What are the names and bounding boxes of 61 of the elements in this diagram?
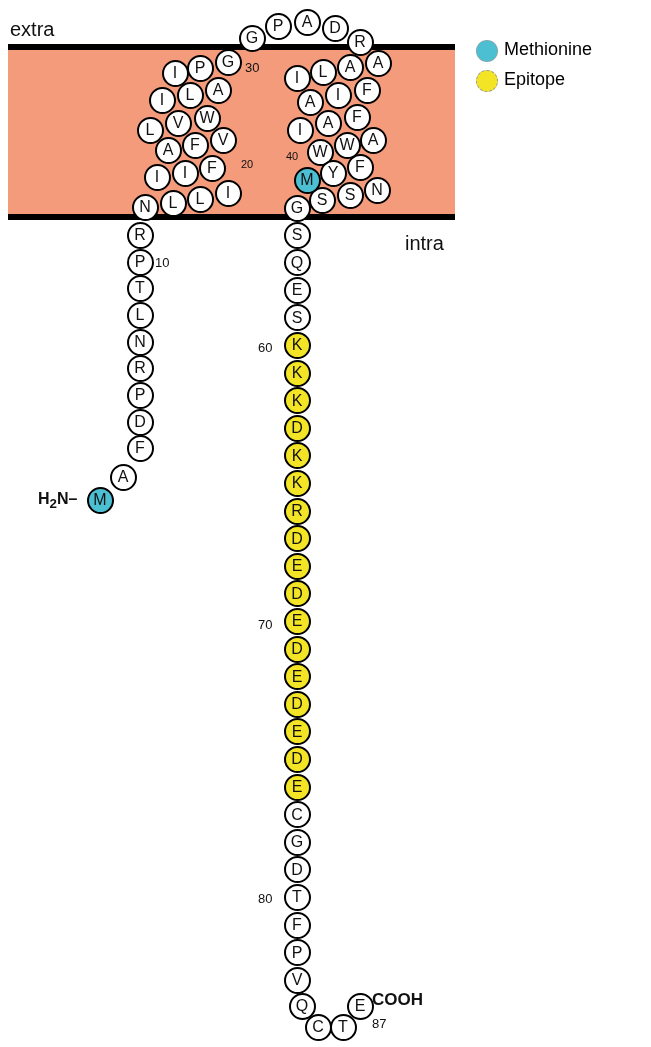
residue-circle: R bbox=[346, 28, 374, 56]
residue-circle: F bbox=[126, 434, 154, 462]
residue-circle: D bbox=[283, 580, 311, 608]
residue-circle: D bbox=[321, 14, 349, 42]
residue-circle: L bbox=[126, 301, 154, 329]
residue-circle: R bbox=[283, 497, 311, 525]
terminus-label: COOH bbox=[372, 990, 423, 1010]
residue-circle: P bbox=[283, 939, 311, 967]
residue-circle: E bbox=[283, 552, 311, 580]
residue-circle: P bbox=[126, 248, 154, 276]
residue-circle: D bbox=[283, 745, 311, 773]
position-number: 80 bbox=[258, 891, 273, 906]
residue-circle: P bbox=[264, 12, 292, 40]
residue-circle: T bbox=[126, 274, 154, 302]
residue-circle: D bbox=[283, 635, 311, 663]
residue-circle: Q bbox=[283, 249, 311, 277]
residue-circle: K bbox=[283, 442, 311, 470]
residue-circle: K bbox=[283, 469, 311, 497]
residue-circle: A bbox=[109, 463, 137, 491]
residue-circle: D bbox=[283, 414, 311, 442]
position-number: 40 bbox=[286, 150, 299, 162]
residue-circle: S bbox=[283, 221, 311, 249]
residue-circle: V bbox=[283, 966, 311, 994]
residue-circle: D bbox=[283, 690, 311, 718]
residue-circle: F bbox=[283, 911, 311, 939]
residue-circle: K bbox=[283, 387, 311, 415]
membrane-side-label: extra bbox=[10, 18, 55, 41]
membrane-side-label: intra bbox=[405, 232, 444, 255]
legend-label: Epitope bbox=[504, 69, 566, 90]
residue-circle: R bbox=[126, 221, 154, 249]
residue-circle: R bbox=[126, 354, 154, 382]
position-number: 20 bbox=[241, 158, 254, 170]
residue-circle: P bbox=[126, 381, 154, 409]
residue-circle: D bbox=[283, 856, 311, 884]
residue-circle: T bbox=[283, 883, 311, 911]
residue-circle: K bbox=[283, 331, 311, 359]
position-number: 87 bbox=[372, 1016, 387, 1031]
terminus-label: H$_{2}$N– bbox=[38, 490, 78, 512]
legend-label: Methionine bbox=[504, 39, 593, 60]
residue-circle: C bbox=[283, 801, 311, 829]
residue-circle: E bbox=[283, 276, 311, 304]
residue-circle: E bbox=[283, 607, 311, 635]
residue-circle: D bbox=[126, 408, 154, 436]
residue-circle: E bbox=[283, 773, 311, 801]
residue-circle: E bbox=[283, 663, 311, 691]
residue-circle: K bbox=[283, 359, 311, 387]
residue-circle: S bbox=[283, 304, 311, 332]
residue-circle: A bbox=[293, 8, 321, 36]
position-number: 30 bbox=[245, 60, 260, 75]
residue-circle: Q bbox=[288, 992, 316, 1020]
residue-circle: C bbox=[304, 1013, 332, 1041]
residue-circle: G bbox=[283, 828, 311, 856]
residue-circle: T bbox=[329, 1013, 357, 1041]
residue-circle: G bbox=[238, 24, 266, 52]
residue-circle: M bbox=[86, 486, 114, 514]
residue-circle: D bbox=[283, 525, 311, 553]
position-number: 60 bbox=[258, 340, 273, 355]
position-number: 70 bbox=[258, 617, 273, 632]
residue-circle: N bbox=[126, 328, 154, 356]
residue-circle: E bbox=[283, 718, 311, 746]
position-number: 10 bbox=[155, 255, 170, 270]
